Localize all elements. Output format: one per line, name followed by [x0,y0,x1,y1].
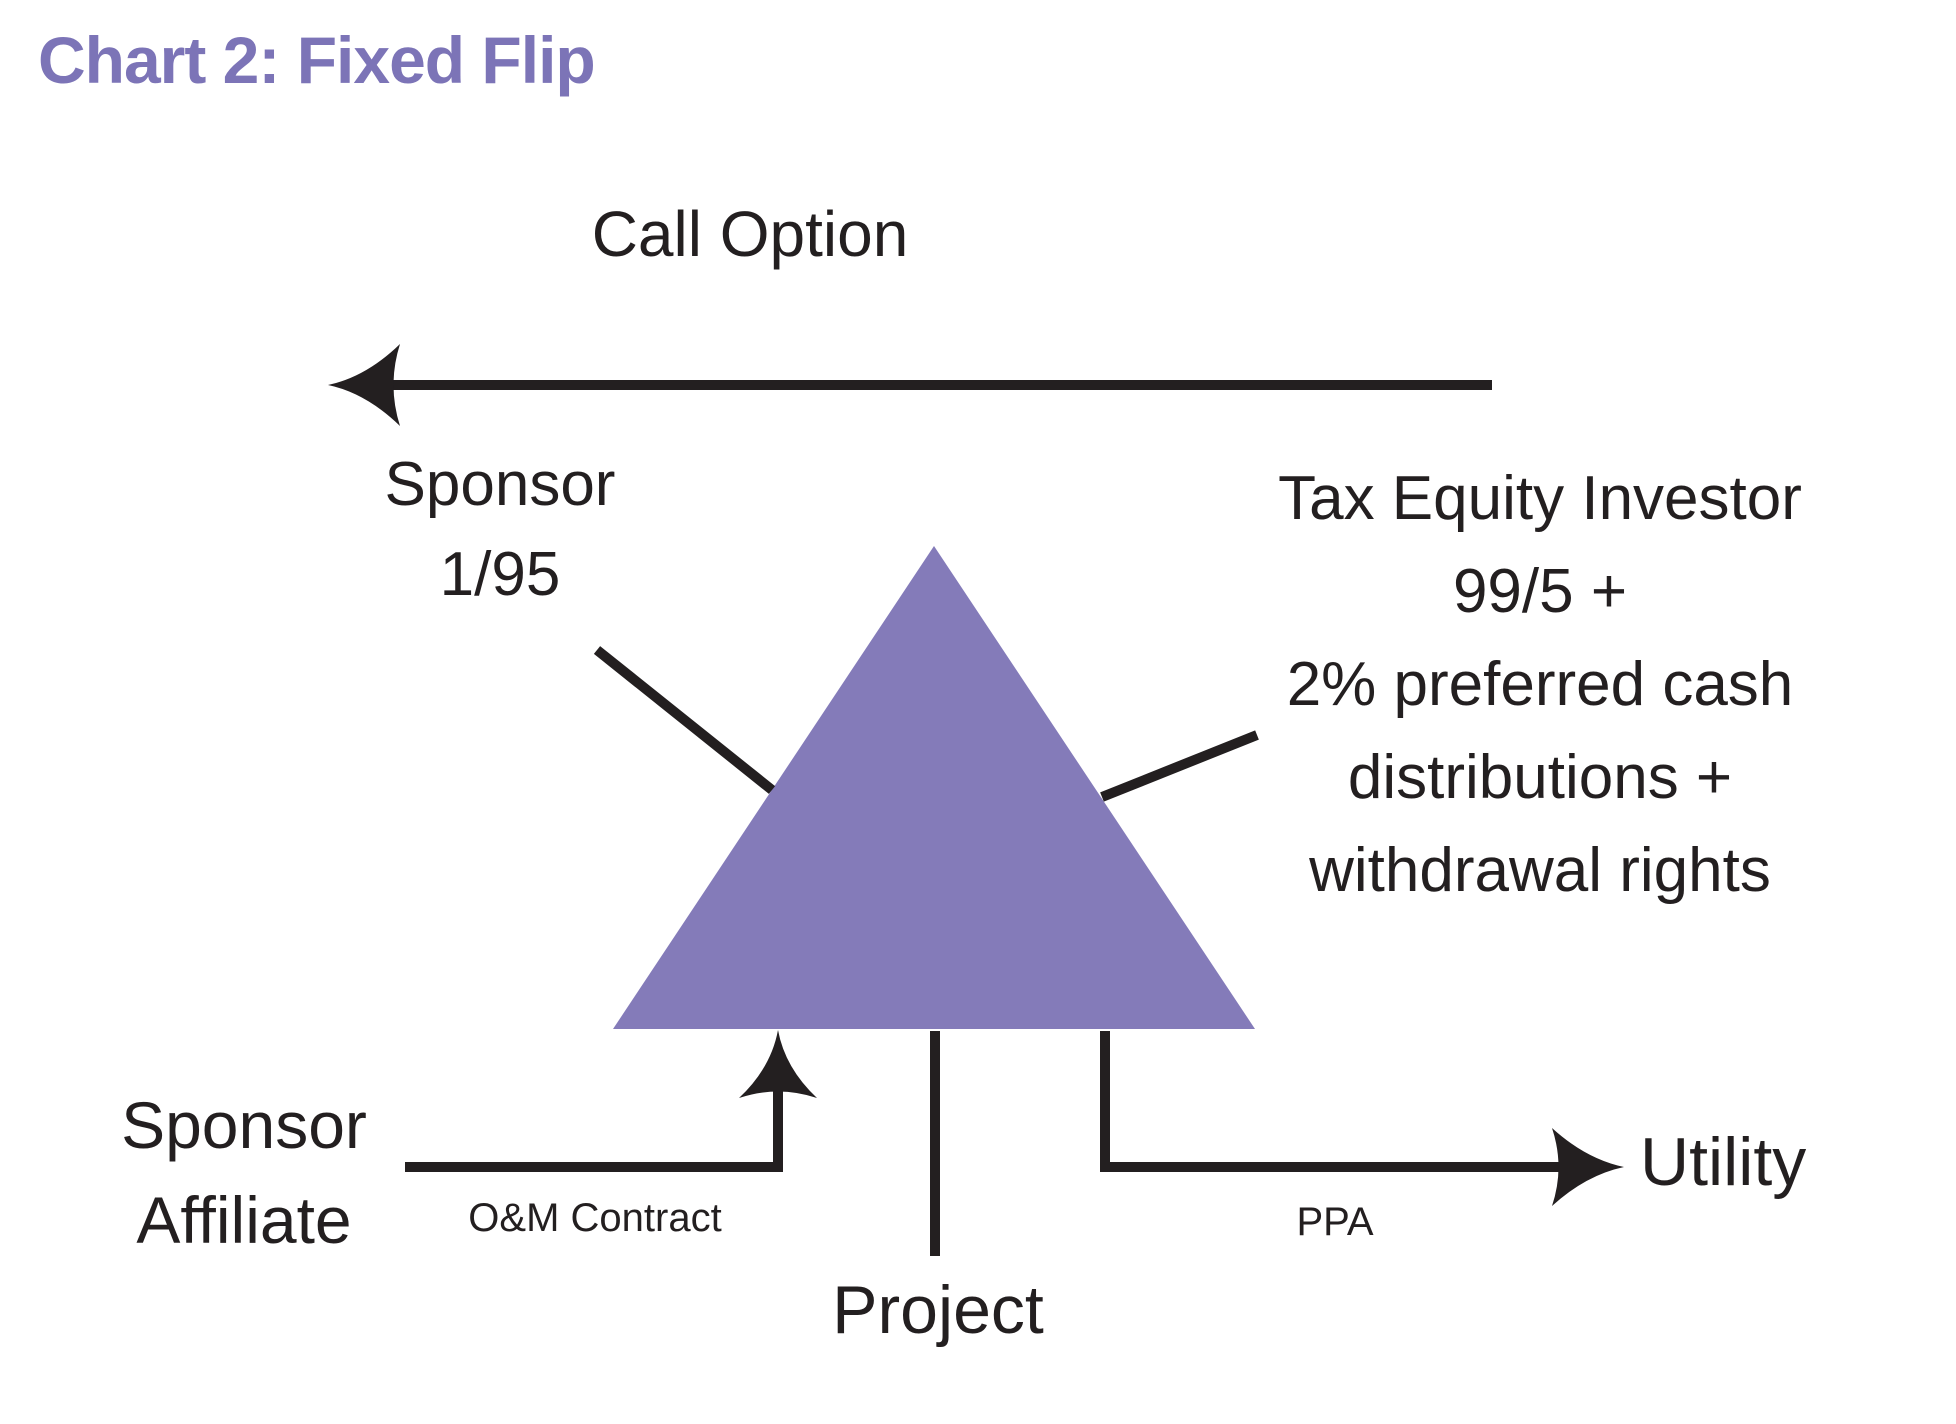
sponsor-name: Sponsor [384,450,616,519]
tax-equity-line-1: Tax Equity Investor [1278,464,1802,533]
sponsor-node-label: Sponsor 1/95 [290,440,710,620]
tax-equity-line-4: distributions + [1347,743,1733,812]
sponsor-connector-line [593,646,776,794]
call-option-label: Call Option [591,198,909,270]
tax-equity-investor-node-label: Tax Equity Investor 99/5 + 2% preferred … [1180,452,1900,917]
om-contract-arrowhead-up-icon [739,1030,817,1098]
tax-equity-connector-line [1100,730,1259,802]
ppa-arrowhead-right-icon [1552,1128,1624,1206]
ppa-arrow-line [1100,1031,1580,1172]
sponsor-affiliate-line-2: Affiliate [136,1183,352,1257]
project-node-label: Project [832,1272,1044,1348]
ppa-label: PPA [1296,1200,1374,1244]
page-title: Chart 2: Fixed Flip [38,23,596,97]
tax-equity-line-2: 99/5 + [1452,557,1628,626]
om-contract-arrow-line [405,1055,783,1172]
utility-node-label: Utility [1640,1124,1807,1200]
sponsor-affiliate-line-1: Sponsor [121,1088,367,1162]
sponsor-affiliate-node-label: Sponsor Affiliate [54,1078,434,1268]
tax-equity-line-3: 2% preferred cash [1286,650,1794,719]
call-option-arrowhead-left-icon [328,344,400,426]
sponsor-split: 1/95 [439,540,561,609]
tax-equity-line-5: withdrawal rights [1309,836,1771,905]
partnership-triangle [613,546,1255,1029]
om-contract-label: O&M Contract [468,1196,722,1240]
